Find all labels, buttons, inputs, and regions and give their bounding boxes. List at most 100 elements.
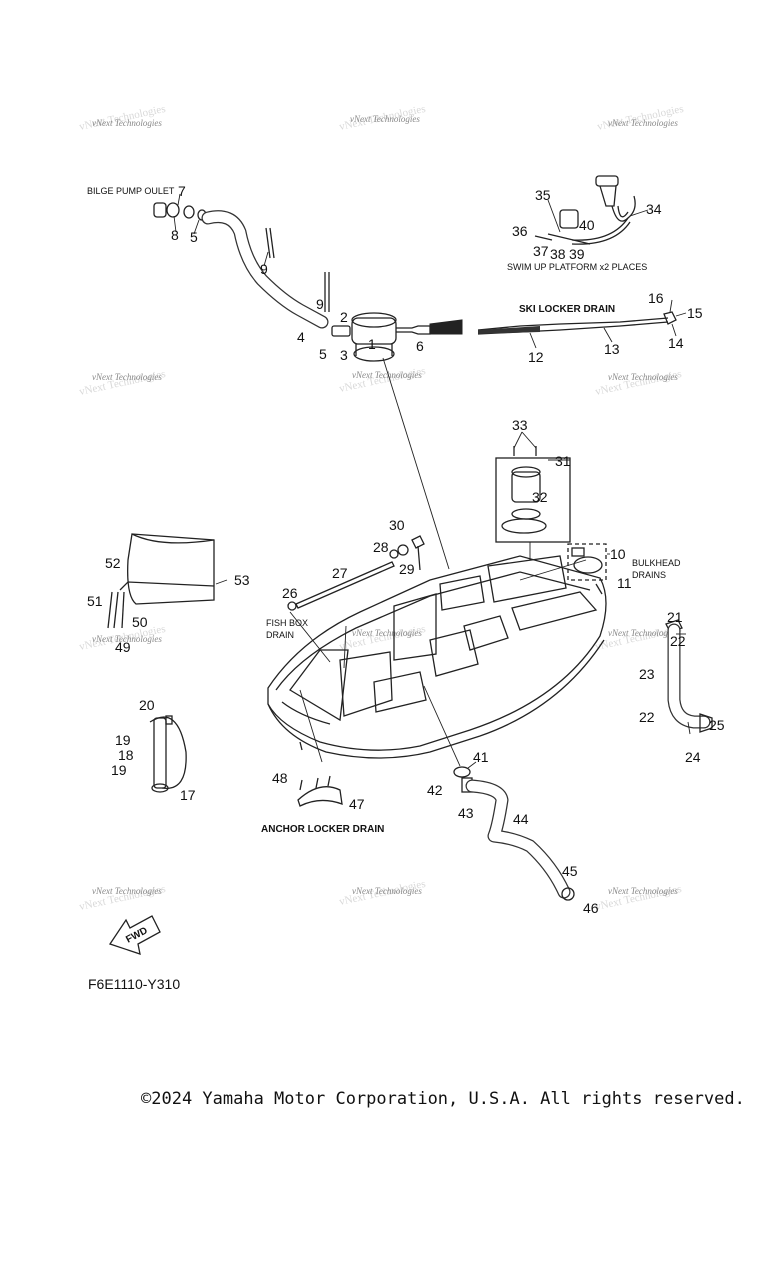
leader-line (382, 357, 450, 570)
callout-24: 24 (685, 749, 701, 765)
boat-hull (267, 555, 607, 767)
callout-37: 37 (533, 243, 549, 259)
tie-strap (265, 227, 271, 259)
callout-43: 43 (458, 805, 474, 821)
watermark: vNext Technologies (608, 886, 678, 896)
callout-29: 29 (399, 561, 415, 577)
fuel-tank-group (107, 533, 228, 629)
callout-40: 40 (579, 217, 595, 233)
callout-19: 19 (115, 732, 131, 748)
caption-ski-locker-drain: SKI LOCKER DRAIN (519, 304, 615, 315)
anchor-locker-drain-group: ANCHOR LOCKER DRAIN (261, 775, 384, 835)
callout-13: 13 (604, 341, 620, 357)
copyright-notice: ©2024 Yamaha Motor Corporation, U.S.A. A… (141, 1089, 745, 1109)
callout-9: 9 (260, 261, 268, 277)
outlet-fitting (153, 202, 167, 218)
ski-locker-drain-group: SKI LOCKER DRAIN (477, 299, 687, 349)
callout-47: 47 (349, 796, 365, 812)
callout-27: 27 (332, 565, 348, 581)
fish-box-tube (295, 561, 395, 609)
callout-51: 51 (87, 593, 103, 609)
outlet-nut (166, 202, 180, 218)
fish-box-drain-group: FISH BOX DRAIN (266, 535, 425, 663)
callout-48: 48 (272, 770, 288, 786)
caption-fish-box-drain-1: FISH BOX (266, 618, 308, 628)
callout-22: 22 (670, 633, 686, 649)
watermark: vNext Technologies (92, 886, 162, 896)
side-drain-group (665, 619, 713, 735)
drain-hose-group (453, 761, 575, 901)
caption-fish-box-drain-2: DRAIN (266, 630, 294, 640)
watermark: vNext Technologies (352, 886, 422, 896)
callout-45: 45 (562, 863, 578, 879)
callout-41: 41 (473, 749, 489, 765)
callout-8: 8 (171, 227, 179, 243)
callout-5: 5 (190, 229, 198, 245)
caption-bulkhead-drains-1: BULKHEAD (632, 558, 681, 568)
callout-50: 50 (132, 614, 148, 630)
watermark: vNext Technologies (608, 628, 678, 638)
callout-10: 10 (610, 546, 626, 562)
callout-22: 22 (639, 709, 655, 725)
callout-30: 30 (389, 517, 405, 533)
watermark: vNext Technologies (92, 118, 162, 128)
watermark: vNext Technologies (350, 114, 420, 124)
callout-14: 14 (668, 335, 684, 351)
callout-5: 5 (319, 346, 327, 362)
bulkhead-drain-group: BULKHEAD DRAINS (567, 543, 681, 595)
watermark: vNext Technologies (352, 628, 422, 638)
callout-32: 32 (532, 489, 548, 505)
callout-2: 2 (340, 309, 348, 325)
bilge-pump (331, 312, 463, 570)
fwd-label: FWD (124, 925, 149, 945)
callout-28: 28 (373, 539, 389, 555)
figure-code: F6E1110-Y310 (88, 976, 181, 992)
bilge-pump-outlet-group: BILGE PUMP OULET (87, 186, 330, 329)
callout-26: 26 (282, 585, 298, 601)
callout-42: 42 (427, 782, 443, 798)
watermark: vNext Technologies (92, 372, 162, 382)
inspection-port-box (495, 457, 571, 543)
callout-4: 4 (297, 329, 305, 345)
callout-17: 17 (180, 787, 196, 803)
callout-38: 38 (550, 246, 566, 262)
callout-34: 34 (646, 201, 662, 217)
caption-anchor-locker-drain: ANCHOR LOCKER DRAIN (261, 824, 384, 835)
inspection-port-group (495, 431, 571, 560)
callout-49: 49 (115, 639, 131, 655)
callout-16: 16 (648, 290, 664, 306)
callout-44: 44 (513, 811, 529, 827)
callout-52: 52 (105, 555, 121, 571)
callout-18: 18 (118, 747, 134, 763)
callout-35: 35 (535, 187, 551, 203)
callout-15: 15 (687, 305, 703, 321)
callout-7: 7 (178, 183, 186, 199)
watermark: vNext Technologies (352, 370, 422, 380)
callout-1: 1 (368, 336, 376, 352)
callout-23: 23 (639, 666, 655, 682)
callout-19: 19 (111, 762, 127, 778)
callout-21: 21 (667, 609, 683, 625)
callout-33: 33 (512, 417, 528, 433)
watermark: vNext Technologies (92, 634, 162, 644)
callout-31: 31 (555, 453, 571, 469)
forward-arrow: FWD (108, 915, 161, 955)
callout-3: 3 (340, 347, 348, 363)
swim-up-platform-drain-group: SWIM UP PLATFORM x2 PLACES (507, 175, 649, 272)
callout-11: 11 (617, 575, 632, 591)
callout-6: 6 (416, 338, 424, 354)
callout-numbers: 1 2 3 4 5 5 6 7 8 9 9 10 11 12 13 14 15 … (87, 183, 725, 916)
callout-46: 46 (583, 900, 599, 916)
callout-12: 12 (528, 349, 544, 365)
caption-bilge-pump-outlet: BILGE PUMP OULET (87, 186, 175, 196)
caption-bulkhead-drains-2: DRAINS (632, 570, 666, 580)
callout-36: 36 (512, 223, 528, 239)
callout-53: 53 (234, 572, 250, 588)
callout-9: 9 (316, 296, 324, 312)
strainer-group (149, 715, 187, 793)
callout-25: 25 (709, 717, 725, 733)
watermark: vNext Technologies (608, 372, 678, 382)
caption-swim-up-platform: SWIM UP PLATFORM x2 PLACES (507, 262, 647, 272)
watermark: vNext Technologies (608, 118, 678, 128)
